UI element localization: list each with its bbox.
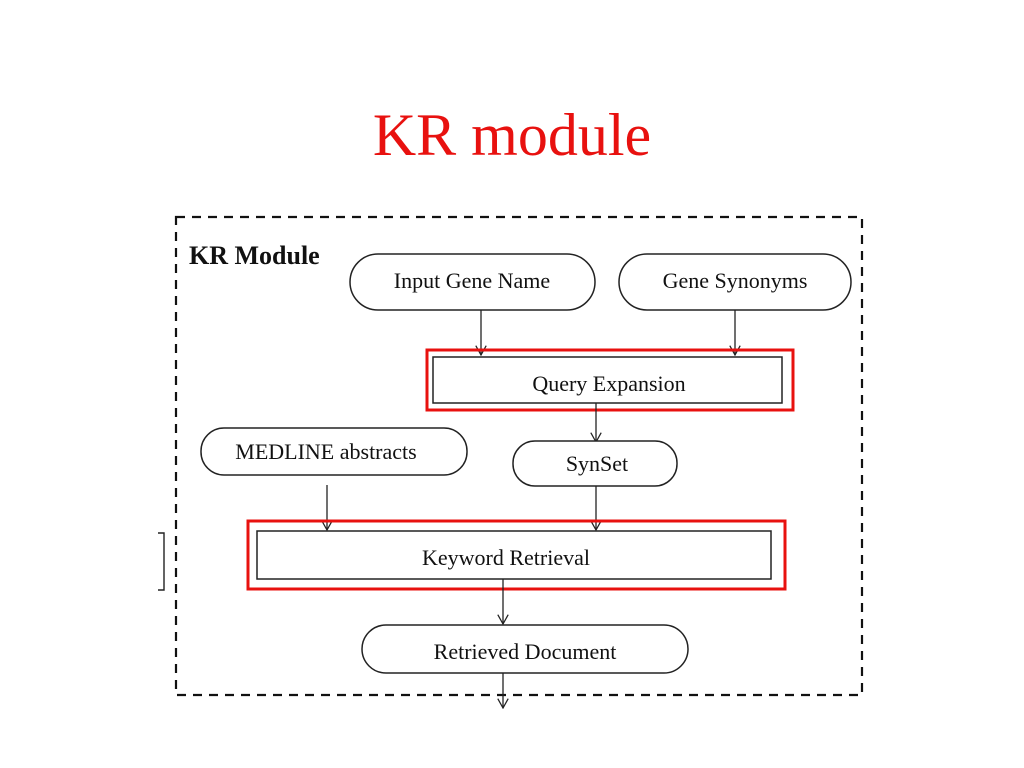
gene-synonyms-node: Gene Synonyms bbox=[618, 253, 852, 311]
input-gene-name-node: Input Gene Name bbox=[349, 253, 596, 311]
medline-abstracts-node: MEDLINE abstracts bbox=[200, 427, 468, 476]
keyword-retrieval-node: Keyword Retrieval bbox=[246, 519, 787, 591]
synset-label: SynSet bbox=[566, 451, 628, 476]
bracket-mark bbox=[158, 532, 165, 591]
keyword-retrieval-highlight bbox=[246, 519, 787, 591]
query-expansion-node: Query Expansion bbox=[425, 348, 795, 412]
query-expansion-label: Query Expansion bbox=[532, 371, 685, 396]
keyword-retrieval-label: Keyword Retrieval bbox=[422, 545, 590, 570]
medline-abstracts-label: MEDLINE abstracts bbox=[235, 439, 416, 464]
module-boundary bbox=[174, 215, 864, 697]
retrieved-document-label: Retrieved Document bbox=[434, 639, 617, 664]
synset-node: SynSet bbox=[512, 440, 678, 487]
query-expansion-highlight bbox=[425, 348, 795, 412]
slide-title: KR module bbox=[372, 102, 652, 168]
module-label: KR Module bbox=[189, 241, 320, 270]
gene-synonyms-label: Gene Synonyms bbox=[663, 268, 808, 293]
input-gene-name-label: Input Gene Name bbox=[394, 268, 550, 293]
retrieved-document-node: Retrieved Document bbox=[361, 624, 689, 674]
